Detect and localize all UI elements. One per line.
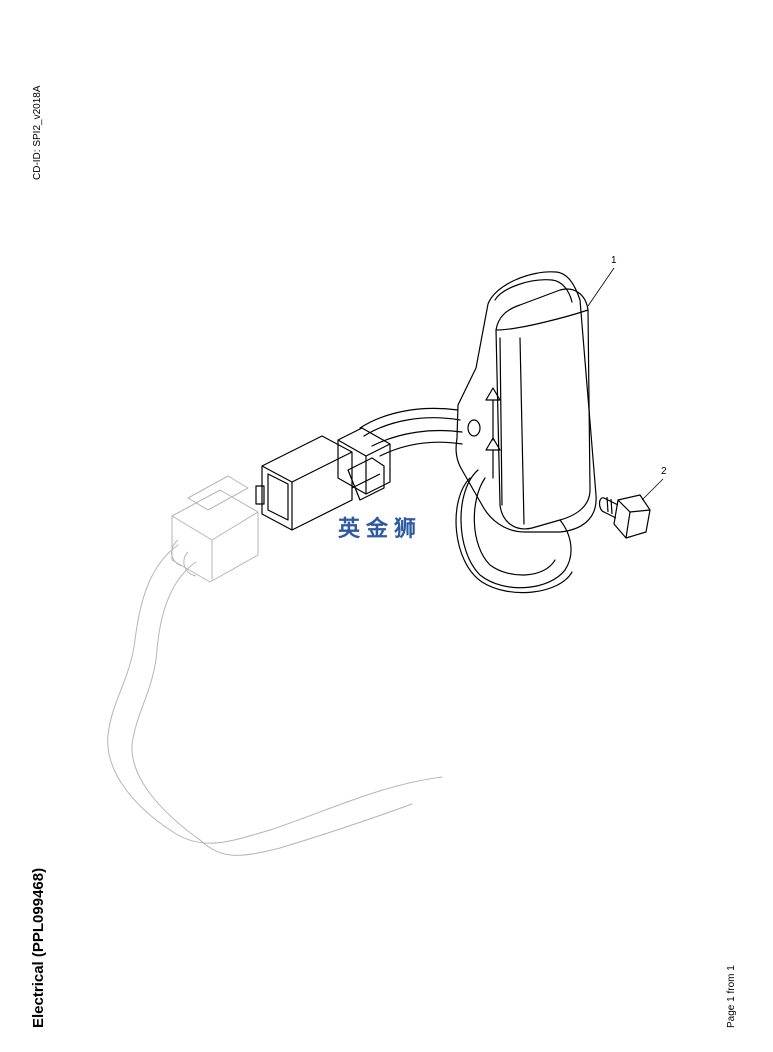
bolt (598, 494, 651, 539)
connector-wires (359, 407, 463, 457)
ghost-harness-cable (107, 544, 443, 856)
callout-item-2: 2 (661, 466, 667, 477)
watermark-logo: 英金狮 (338, 517, 423, 542)
callout-item-1: 1 (611, 255, 617, 266)
wiring-connector (255, 427, 391, 531)
switch-wire-loop (455, 469, 573, 594)
document-title: Electrical (PPL099468) (30, 867, 47, 1028)
leader-lines (587, 267, 664, 501)
page-indicator: Page 1 from 1 (726, 965, 737, 1028)
switch-housing (455, 271, 597, 533)
ghost-harness-connector (171, 475, 259, 583)
